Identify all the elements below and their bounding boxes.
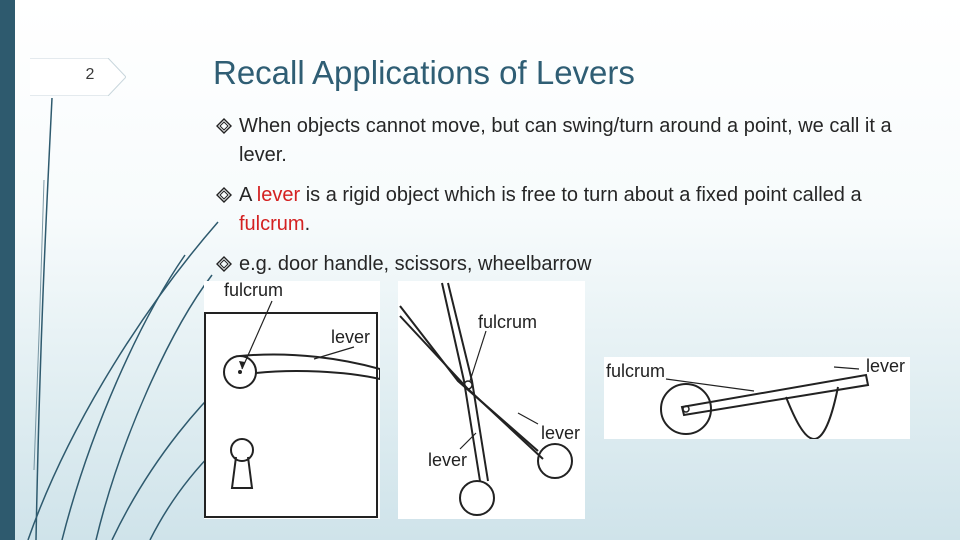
lever-label-right: lever bbox=[541, 423, 580, 443]
bullet-list: When objects cannot move, but can swing/… bbox=[215, 112, 915, 290]
wheelbarrow-diagram: fulcrum lever bbox=[606, 356, 905, 441]
bullet-text: A bbox=[239, 184, 257, 206]
diamond-bullet-icon bbox=[216, 256, 232, 272]
fulcrum-label: fulcrum bbox=[224, 281, 283, 300]
fulcrum-label: fulcrum bbox=[606, 361, 665, 381]
bullet-text: When objects cannot move, but can swing/… bbox=[239, 115, 892, 166]
bullet-item-examples: e.g. door handle, scissors, wheelbarrow bbox=[215, 250, 915, 279]
keyword-lever: lever bbox=[256, 184, 301, 206]
wheelbarrow-figure: fulcrum lever bbox=[604, 356, 910, 441]
slide-number: 2 bbox=[85, 66, 95, 83]
left-accent-band bbox=[0, 0, 15, 540]
fulcrum-label: fulcrum bbox=[478, 312, 537, 332]
lever-label: lever bbox=[331, 327, 370, 347]
lever-label-left: lever bbox=[428, 450, 467, 470]
diamond-bullet-icon bbox=[216, 187, 232, 203]
door-handle-figure: fulcrum lever bbox=[204, 280, 381, 519]
lever-label: lever bbox=[866, 357, 905, 376]
slide-number-pointer bbox=[30, 58, 126, 96]
bullet-text: . bbox=[304, 213, 311, 235]
slide-title: Recall Applications of Levers bbox=[213, 54, 635, 91]
scissors-figure: fulcrum lever lever bbox=[398, 281, 585, 519]
bullet-item-definition: When objects cannot move, but can swing/… bbox=[215, 112, 915, 170]
door-handle-diagram: fulcrum lever bbox=[204, 280, 381, 518]
scissors-diagram: fulcrum lever lever bbox=[399, 282, 580, 516]
diamond-bullet-icon bbox=[216, 118, 232, 134]
keyword-fulcrum: fulcrum bbox=[239, 213, 305, 235]
bullet-text: is a rigid object which is free to turn … bbox=[300, 184, 862, 206]
bullet-item-lever-definition: A lever is a rigid object which is free … bbox=[215, 181, 915, 239]
bullet-text: e.g. door handle, scissors, wheelbarrow bbox=[239, 253, 592, 275]
